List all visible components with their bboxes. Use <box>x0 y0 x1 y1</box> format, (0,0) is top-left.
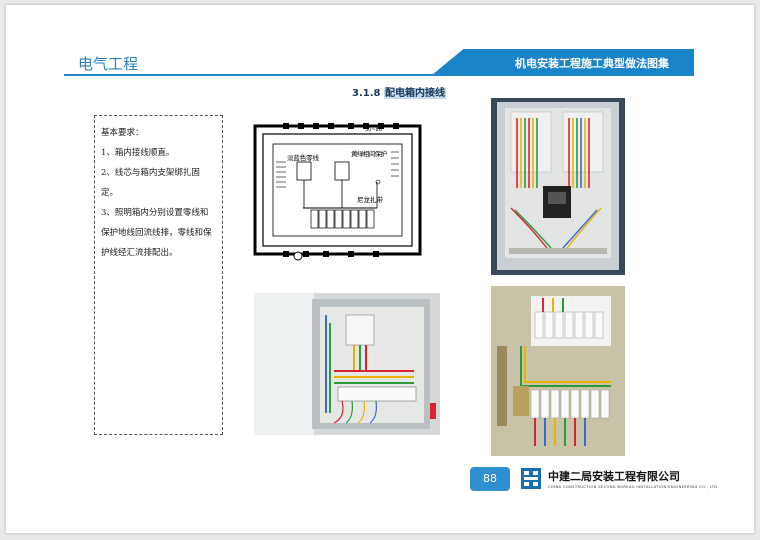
header-banner-text: 机电安装工程施工典型做法图集 <box>515 57 669 70</box>
company-name-en: CHINA CONSTRUCTION SECOND BUREAU INSTALL… <box>548 485 718 489</box>
photo-busbar-closeup <box>491 286 625 456</box>
requirements-box: 基本要求： 1、箱内接线顺直。 2、线芯与箱内支架绑扎固定。 3、照明箱内分别设… <box>94 115 223 435</box>
requirements-heading: 基本要求： <box>101 128 144 138</box>
wiring-diagram: 50~80 淡蓝色零线 黄绿相间保护 尼龙扎带 <box>253 122 423 262</box>
diagram-label-tie: 尼龙扎带 <box>357 195 384 204</box>
requirement-item: 2、线芯与箱内支架绑扎固定。 <box>101 168 200 198</box>
header-left-title: 电气工程 <box>78 55 139 73</box>
diagram-label-neutral: 淡蓝色零线 <box>287 153 320 162</box>
header-banner <box>432 49 694 75</box>
company-name: 中建二局安装工程有限公司 <box>548 470 680 483</box>
photo-box-wiring <box>254 293 440 435</box>
section-title: 3.1.8 配电箱内接线 <box>352 84 446 99</box>
section-name: 配电箱内接线 <box>383 88 446 99</box>
diagram-label-dim: 50~80 <box>365 127 382 133</box>
requirement-item: 3、照明箱内分别设置零线和保护地线回流线排，零线和保护线经汇流排配出。 <box>101 208 212 258</box>
photo-distribution-box <box>491 98 625 275</box>
page-number: 88 <box>470 467 510 491</box>
header-rule <box>64 74 694 76</box>
requirement-item: 1、箱内接线顺直。 <box>101 148 175 158</box>
document-page <box>6 5 754 533</box>
section-number: 3.1.8 <box>352 88 381 99</box>
company-logo <box>521 468 541 489</box>
diagram-label-pe: 黄绿相间保护 <box>351 149 387 158</box>
